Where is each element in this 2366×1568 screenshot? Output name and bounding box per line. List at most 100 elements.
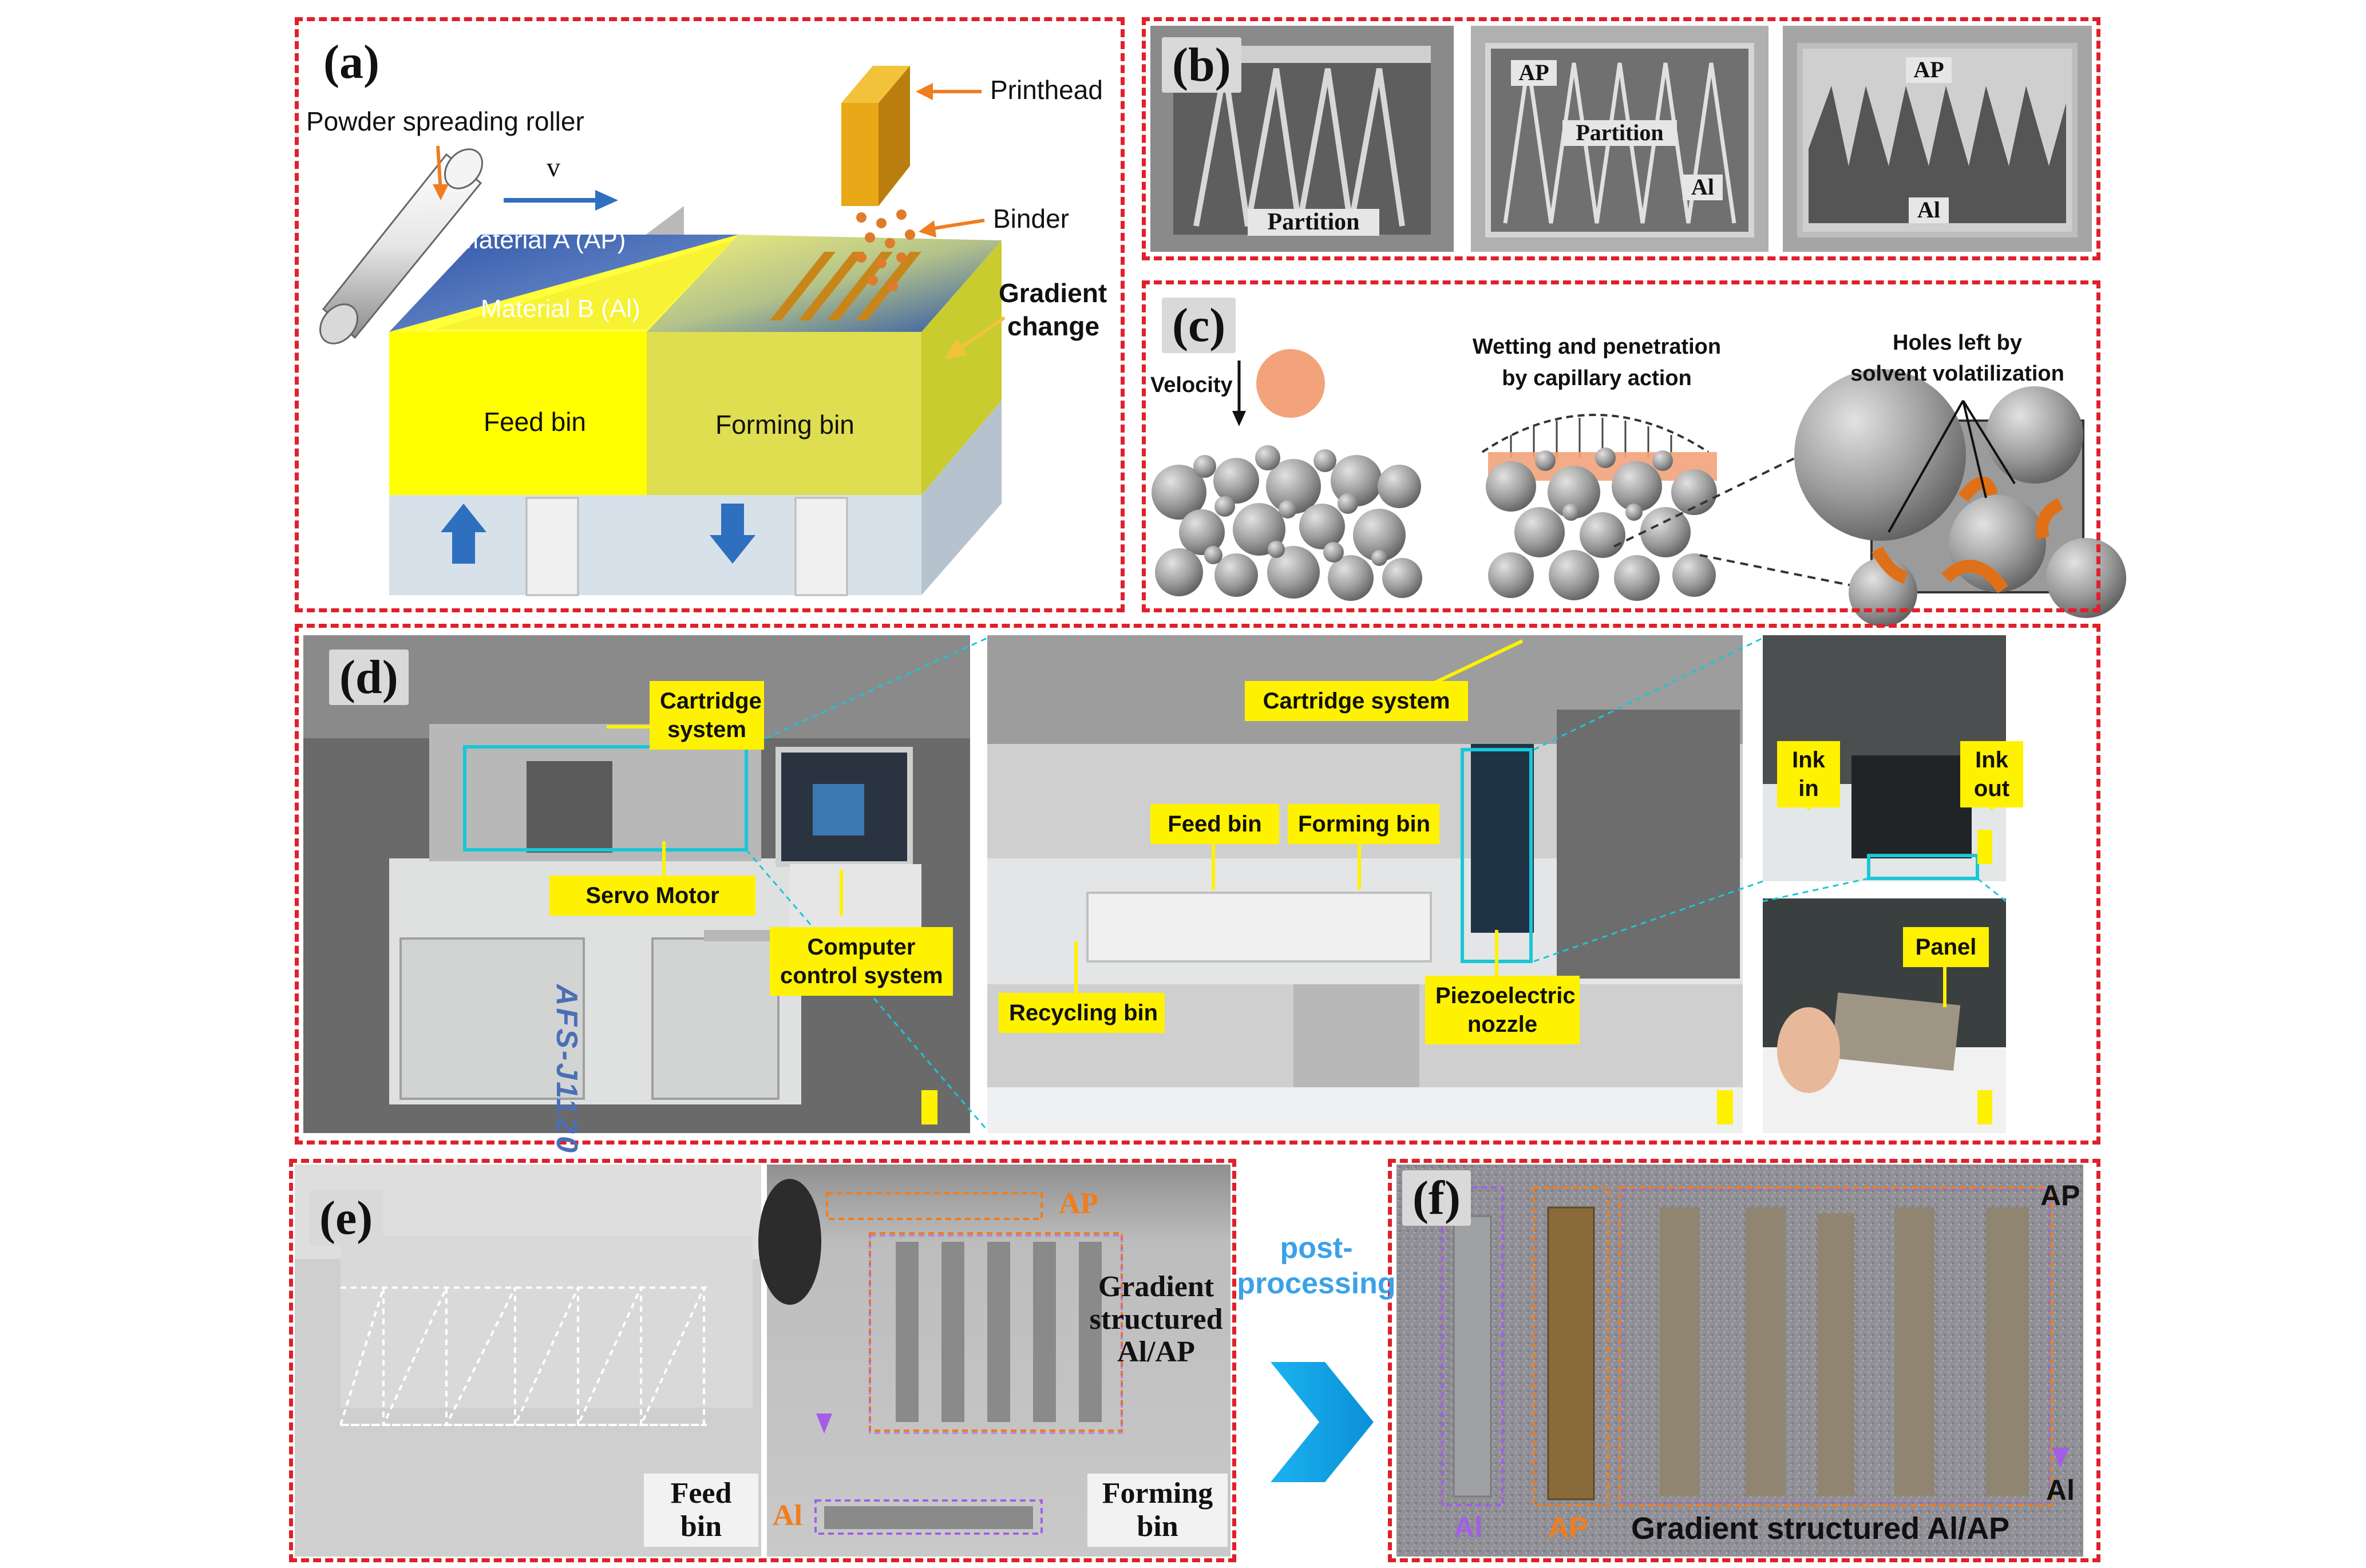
al-label-e: Al	[773, 1499, 802, 1532]
panel-f-label: (f)	[1402, 1170, 1471, 1226]
forming-down-arrow	[710, 504, 755, 564]
ink-out-line2: out	[1973, 776, 2010, 801]
ap-label-2: AP	[1906, 57, 1952, 83]
post-processing-label: post- processing	[1236, 1230, 1396, 1302]
panel-f-photo	[1396, 1165, 2083, 1557]
wetting-arc	[1481, 414, 1710, 453]
forming-piston	[794, 497, 848, 596]
powder-bed-left	[1152, 445, 1422, 601]
panel-d-frame	[295, 624, 2100, 1145]
gradient-e-line2: structured	[1089, 1303, 1223, 1336]
piezo-line2: nozzle	[1467, 1012, 1538, 1037]
panel-e-frame	[289, 1159, 1236, 1562]
gradient-label-line2: change	[1007, 311, 1100, 341]
ink-in-line2: in	[1798, 776, 1819, 801]
machine-model-text: AFS-J1120	[550, 984, 583, 1155]
forming-bin-label-e: Forming bin	[1087, 1474, 1228, 1547]
feed-piston	[525, 497, 579, 596]
panel-a-diagram	[319, 66, 1006, 596]
roller-pointer	[436, 145, 442, 192]
panel-d-label: (d)	[329, 650, 409, 705]
panel-b-frame	[1142, 17, 2100, 260]
feed-bin-label: Feed bin	[484, 407, 587, 437]
material-b-label: Material B (Al)	[481, 295, 640, 323]
cartridge-label-d2: Cartridge system	[1245, 681, 1468, 721]
al-label-2: Al	[1909, 197, 1949, 223]
material-a-label: Material A (AP)	[458, 226, 626, 254]
binder-pointer	[929, 219, 985, 231]
ink-in-label: Ink in	[1777, 741, 1840, 807]
forming-line1: Forming	[1102, 1477, 1213, 1510]
gradient-label-line1: Gradient	[999, 278, 1107, 308]
gradient-e-line1: Gradient	[1098, 1270, 1214, 1303]
panel-c-frame	[1142, 280, 2100, 612]
piezo-nozzle-label: Piezoelectric nozzle	[1425, 976, 1580, 1044]
cartridge-label-d1: Cartridge system	[650, 681, 764, 750]
panel-f-frame	[1388, 1159, 2100, 1562]
cartridge-line2: system	[667, 717, 746, 742]
velocity-label: v	[547, 152, 560, 183]
feed-line1: Feed	[670, 1477, 732, 1510]
roller-pointer-head	[433, 184, 449, 200]
droplet	[1256, 349, 1325, 418]
binder-label: Binder	[993, 204, 1069, 233]
forming-bin-label: Forming bin	[715, 410, 854, 439]
printhead-label: Printhead	[990, 75, 1103, 105]
al-label-f: Al	[1454, 1511, 1482, 1543]
binder-droplets	[856, 209, 915, 291]
wetting-label-line1: Wetting and penetration	[1472, 335, 1722, 359]
gradient-label-e: Gradient structured Al/AP	[1079, 1270, 1233, 1369]
al-label-1: Al	[1683, 174, 1723, 200]
wetting-label-line2: by capillary action	[1502, 366, 1692, 390]
feed-bin-lower	[389, 495, 647, 595]
partition-label-2: Partition	[1562, 120, 1677, 146]
cartridge-line1: Cartridge	[660, 688, 762, 714]
material-b-triangle	[435, 240, 733, 329]
spreading-roller	[319, 148, 484, 345]
piezo-line1: Piezoelectric	[1435, 983, 1576, 1008]
feed-up-arrow	[441, 504, 486, 564]
ap-label-e: AP	[1059, 1187, 1099, 1220]
forming-bin-right-face	[921, 240, 1002, 495]
partition-label-1: Partition	[1248, 209, 1379, 236]
binder-pointer-head	[919, 220, 936, 237]
panel-a-frame	[295, 17, 1125, 612]
servo-motor-label: Servo Motor	[549, 876, 755, 916]
computer-control-label: Computer control system	[770, 927, 953, 996]
gradient-e-line3: Al/AP	[1117, 1336, 1195, 1369]
printhead-pointer-head	[916, 83, 933, 100]
gradient-pointer-head	[944, 339, 967, 359]
forming-bin-lower-side	[921, 401, 1002, 595]
post-line1: post-	[1280, 1232, 1353, 1265]
panel-c-label: (c)	[1162, 298, 1236, 353]
al-bottom-label-f: Al	[2046, 1474, 2075, 1506]
zoom-line-bottom	[1699, 554, 1872, 591]
gradient-pointer	[958, 316, 1006, 351]
velocity-arrow-head	[1232, 411, 1246, 426]
panel-a-label: (a)	[323, 35, 379, 89]
computer-line2: control system	[780, 963, 943, 988]
ap-label-f: AP	[1548, 1511, 1588, 1543]
ink-out-label: Ink out	[1960, 741, 2023, 807]
panel-b-label: (b)	[1162, 37, 1241, 93]
feed-bin-label-e: Feed bin	[644, 1474, 758, 1547]
computer-line1: Computer	[807, 935, 916, 960]
panel-d-callouts	[463, 637, 2007, 1131]
ap-top-label-f: AP	[2040, 1179, 2080, 1211]
scale-bars	[921, 830, 1992, 1124]
forming-bin-label-d: Forming bin	[1288, 804, 1439, 844]
roller-label: Powder spreading roller	[306, 106, 584, 136]
panel-e-photos	[295, 1165, 1231, 1557]
holes-label-line2: solvent volatilization	[1850, 362, 2064, 386]
gradient-structured-label-f: Gradient structured Al/AP	[1631, 1511, 2010, 1546]
recycling-bin-label: Recycling bin	[999, 993, 1165, 1033]
feed-line2: bin	[680, 1510, 722, 1543]
hole-pointers	[1888, 399, 2016, 533]
feed-bin-label-d: Feed bin	[1150, 804, 1279, 844]
post-line2: processing	[1237, 1267, 1396, 1301]
printhead-block	[841, 66, 910, 206]
ap-label-1: AP	[1511, 60, 1557, 86]
feed-bin-front	[389, 332, 647, 495]
velocity-arrow-head	[595, 190, 618, 211]
